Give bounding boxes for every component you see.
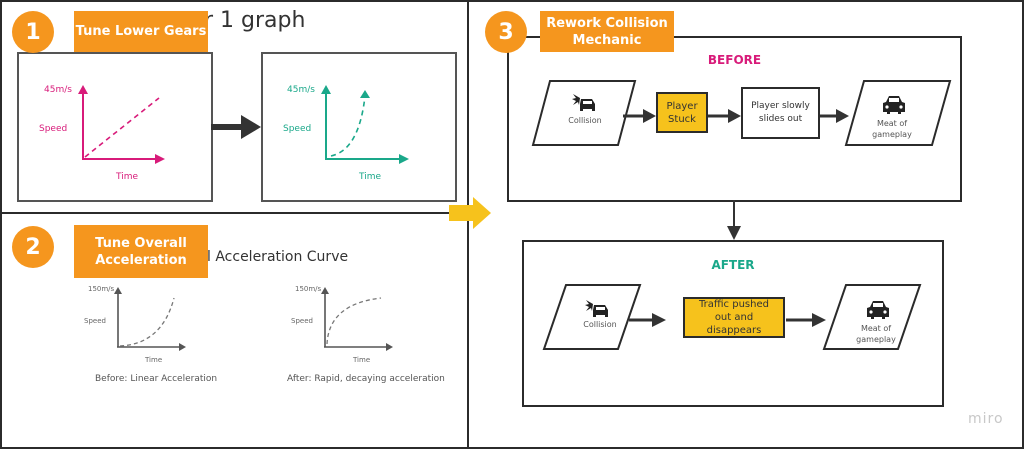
step-badge-2: 2 [12, 226, 54, 268]
y-max-label: 45m/s [287, 85, 315, 95]
step-label-2: Tune Overall Acceleration [74, 225, 208, 278]
y-axis-arrowhead [321, 287, 329, 294]
speed-curve [119, 297, 175, 347]
y-axis-label: Speed [283, 124, 312, 134]
after-traffic-pushed-box: Traffic pushed out and disappears [683, 297, 785, 338]
frame-connector-arrow [727, 200, 741, 240]
arrow-5 [812, 313, 826, 327]
before-caption: Before: Linear Acceleration [95, 374, 218, 384]
arrow-3 [836, 109, 849, 123]
x-axis-arrowhead [386, 343, 393, 351]
slide-title-2: l Acceleration Curve [207, 249, 349, 265]
car-icon [867, 301, 889, 319]
after-caption: After: Rapid, decaying acceleration [287, 374, 445, 384]
y-max-label: 45m/s [44, 85, 72, 95]
step-badge-3: 3 [485, 11, 527, 53]
curve-arrowhead [360, 90, 370, 98]
before-graph-box-1: 45m/s Speed Time [17, 52, 213, 202]
after-graph-logarithmic [321, 287, 393, 351]
yellow-arrow-right-icon [449, 197, 491, 229]
before-player-stuck-box: Player Stuck [656, 92, 708, 133]
after-collision-text: Collision [583, 320, 617, 329]
arrow-right-icon [211, 115, 261, 139]
arrow-1 [643, 109, 656, 123]
before-collision-parallelogram [531, 80, 637, 146]
y-axis-label: Speed [291, 317, 313, 325]
x-axis-arrowhead [155, 154, 165, 164]
panel-tune-overall-acceleration: l Acceleration Curve 150m/s Speed Time B… [0, 212, 469, 449]
before-collision-text: Collision [568, 116, 602, 125]
after-graph-box-1: 45m/s Speed Time [261, 52, 457, 202]
step-badge-1: 1 [12, 11, 54, 53]
after-graph-exponential [321, 85, 409, 164]
x-axis-arrowhead [179, 343, 186, 351]
speed-curve-linear [84, 97, 160, 158]
before-title: BEFORE [707, 53, 762, 67]
panel-tune-lower-gears: r 1 graph 45m/s Speed Time 45m/s Speed T… [0, 0, 469, 214]
speed-curve [326, 297, 382, 345]
y-axis-arrowhead [321, 85, 331, 94]
x-axis-label: Time [353, 356, 371, 364]
slide-title-1: r 1 graph [204, 8, 306, 33]
before-graph-linear [78, 85, 165, 164]
after-title: AFTER [711, 258, 755, 272]
arrow-2 [728, 109, 741, 123]
arrow-4 [652, 313, 666, 327]
before-meat-text: Meat of gameplay [872, 119, 912, 139]
step-label-1: Tune Lower Gears [74, 11, 208, 52]
after-collision-parallelogram [542, 284, 642, 350]
x-axis-arrowhead [399, 154, 409, 164]
before-player-slides-box: Player slowly slides out [741, 87, 820, 139]
before-graph-exponential [114, 287, 186, 351]
car-icon [883, 96, 905, 114]
y-axis-label: Speed [84, 317, 106, 325]
y-axis-arrowhead [78, 85, 88, 94]
miro-watermark: miro [968, 411, 1004, 427]
car-collision-icon [572, 94, 595, 111]
speed-curve-exponential [330, 95, 366, 157]
x-axis-label: Time [116, 172, 139, 182]
y-axis-arrowhead [114, 287, 122, 294]
after-meat-text: Meat of gameplay [856, 324, 896, 344]
x-axis-label: Time [359, 172, 382, 182]
y-max-label: 150m/s [88, 285, 115, 293]
x-axis-label: Time [145, 356, 163, 364]
car-collision-icon [585, 300, 608, 317]
step-label-3: Rework Collision Mechanic [540, 11, 674, 52]
y-max-label: 150m/s [295, 285, 322, 293]
y-axis-label: Speed [39, 124, 68, 134]
